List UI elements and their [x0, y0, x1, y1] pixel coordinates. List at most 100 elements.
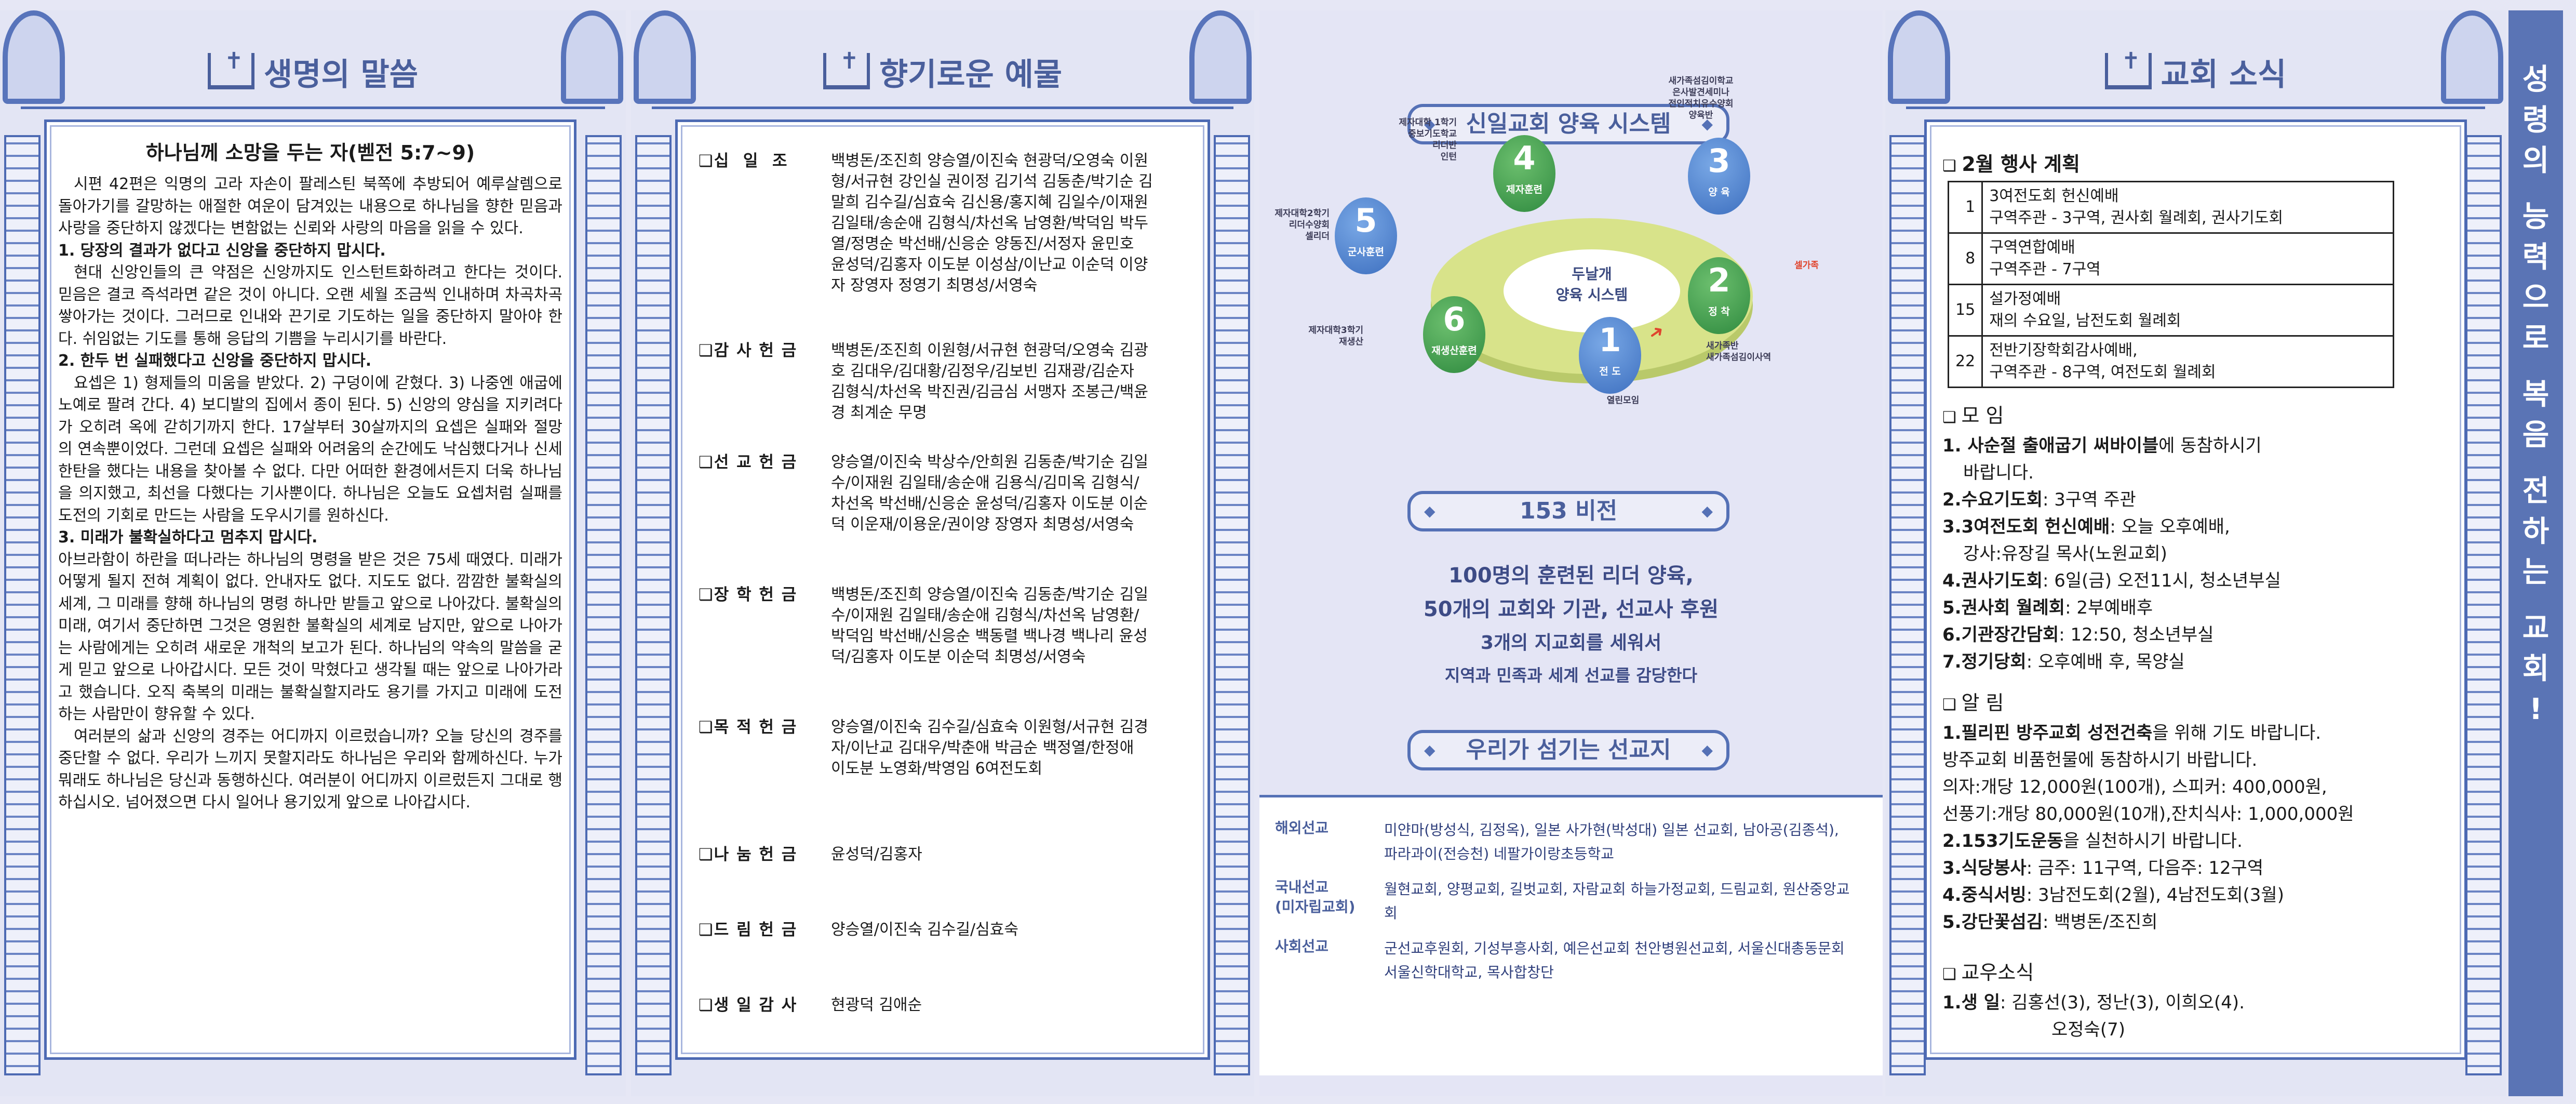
ornament-corner: [1189, 10, 1252, 104]
mission-row: 국내선교 (미자립교회)월현교회, 양평교회, 길벗교회, 자람교회 하늘가정교…: [1259, 877, 1883, 925]
header-title: 교회 소식: [2161, 57, 2287, 93]
motto-char: [2508, 456, 2563, 471]
side-label: 셀가족: [1794, 260, 1819, 271]
item-text: : 오늘 오후예배,: [2110, 516, 2230, 537]
vision-title: 153 비전: [1407, 491, 1729, 531]
step-note: 제자대학 1학기 중보기도학교 리더반 인턴: [1399, 117, 1457, 162]
list-item: 오정숙(7): [1942, 1016, 2449, 1043]
event-line: 구역주관 - 7구역: [1989, 260, 2101, 278]
event-line: 3여전도회 헌신예배: [1989, 187, 2119, 205]
motto-char: 음: [2522, 418, 2550, 452]
sermon-heading: 1. 당장의 결과가 없다고 신앙을 중단하지 맙시다.: [58, 241, 386, 260]
section-header: 교회 소식: [1885, 48, 2506, 95]
divider: [21, 107, 605, 109]
motto-char: 능: [2522, 200, 2550, 234]
ornament-corner: [634, 10, 696, 104]
motto-char: 는: [2522, 555, 2550, 589]
item-text: 강사:유장길 목사(노원교회): [1963, 543, 2167, 564]
header-title: 향기로운 예물: [879, 57, 1063, 93]
mission-label: 국내선교 (미자립교회): [1275, 879, 1356, 915]
event-day: 22: [1947, 335, 1983, 388]
step-label: 재생산훈련: [1431, 345, 1477, 356]
sermon-paragraph: 여러분의 삶과 신앙의 경주는 어디까지 이르렀습니까? 오늘 당신의 경주를 …: [58, 727, 562, 812]
mission-value: 군선교후원회, 기성부흥사회, 예은선교회 천안병원선교회, 서울신대총동문회 …: [1384, 940, 1845, 981]
bible-cross-icon: [823, 48, 870, 89]
vision-line: 100명의 훈련된 리더 양육,: [1448, 564, 1694, 588]
item-head: 2.153기도운동: [1942, 831, 2063, 852]
motto-char: 교: [2522, 611, 2550, 645]
step-label: 군사훈련: [1348, 246, 1384, 258]
event-line: 구역주관 - 3구역, 권사회 월례회, 권사기도회: [1989, 209, 2284, 227]
divider: [1906, 107, 2485, 109]
sermon-box: 하나님께 소망을 두는 자(벧전 5:7~9) 시편 42편은 익명의 고라 자…: [44, 119, 576, 1060]
vision-line: 3개의 지교회를 세워서: [1480, 632, 1662, 654]
list-item: 의자:개당 12,000원(100개), 스피커: 400,000원,: [1942, 774, 2449, 801]
item-text: 을 실천하시기 바랍니다.: [2063, 831, 2243, 852]
list-item: 2.153기도운동을 실천하시기 바랍니다.: [1942, 828, 2449, 855]
offering-label: ❑감 사 헌 금: [699, 341, 798, 360]
item-text: 바랍니다.: [1963, 462, 2034, 483]
item-text: : 김홍선(3), 정난(3), 이희오(4).: [2000, 992, 2245, 1013]
sermon-body: 시편 42편은 익명의 고라 자손이 팔레스틴 북쪽에 추방되어 예루살렘으로 …: [58, 174, 562, 814]
ornament-corner: [561, 10, 623, 104]
step-note: 제자대학2학기 리더수양회 셀리더: [1274, 208, 1330, 242]
notices-list: 1.필리핀 방주교회 성전건축을 위해 기도 바랍니다.방주교회 비품헌물에 동…: [1942, 720, 2449, 936]
item-text: : 12:50, 청소년부실: [2059, 624, 2214, 645]
list-item: 3.3여전도회 헌신예배: 오늘 오후예배,: [1942, 513, 2449, 540]
offering-label: ❑생 일 감 사: [699, 996, 798, 1015]
offering-names: 백병돈/조진희 양승열/이진숙 현광덕/오영숙 이원형/서규현 강인실 권이정 …: [831, 152, 1153, 295]
list-item: 1.필리핀 방주교회 성전건축을 위해 기도 바랍니다.: [1942, 720, 2449, 747]
item-text: 의자:개당 12,000원(100개), 스피커: 400,000원,: [1942, 777, 2327, 797]
event-line: 설가정예배: [1989, 290, 2061, 308]
step-note: 새가족반 새가족섬김이사역: [1706, 341, 1772, 363]
system-title: 신일교회 양육 시스템: [1407, 104, 1729, 144]
step-note: 제자대학3학기 재생산: [1308, 325, 1363, 347]
item-head: 3.식당봉사: [1942, 858, 2027, 879]
center-line: 양육 시스템: [1555, 286, 1628, 303]
offering-label: ❑장 학 헌 금: [699, 586, 798, 604]
offering-label: ❑나 눔 헌 금: [699, 845, 798, 864]
ornament-column: [1214, 135, 1250, 1075]
sermon-paragraph: 현대 신앙인들의 큰 약점은 신앙까지도 인스턴트화하려고 한다는 것이다. 믿…: [58, 263, 562, 348]
list-item: 6.기관장간담회: 12:50, 청소년부실: [1942, 621, 2449, 648]
step-number: 6: [1443, 300, 1466, 338]
mission-title: 우리가 섬기는 선교지: [1407, 730, 1729, 770]
motto-char: [2508, 181, 2563, 197]
item-text: 선풍기:개당 80,000원(10개),잔치식사: 1,000,000원: [1942, 804, 2354, 824]
section-header: 향기로운 예물: [631, 48, 1254, 95]
motto-char: 으: [2522, 281, 2550, 315]
step-note: 새가족섬김이학교 은사발견세미나 전인적치유수양회 양육반: [1668, 76, 1734, 121]
list-item: 선풍기:개당 80,000원(10개),잔치식사: 1,000,000원: [1942, 801, 2449, 828]
item-head: 1.필리핀 방주교회 성전건축: [1942, 723, 2153, 743]
motto-char: 회: [2522, 652, 2550, 686]
step-label: 정 착: [1708, 306, 1730, 317]
center-line: 두날개: [1572, 265, 1612, 283]
step-number: 3: [1708, 142, 1730, 180]
motto-char: [2508, 593, 2563, 608]
vision-line: 50개의 교회와 기관, 선교사 후원: [1423, 597, 1719, 621]
item-text: : 6일(금) 오전11시, 청소년부실: [2042, 570, 2281, 591]
event-desc: 전반기장학회감사예배,구역주관 - 8구역, 여전도회 월례회: [1981, 335, 2394, 388]
